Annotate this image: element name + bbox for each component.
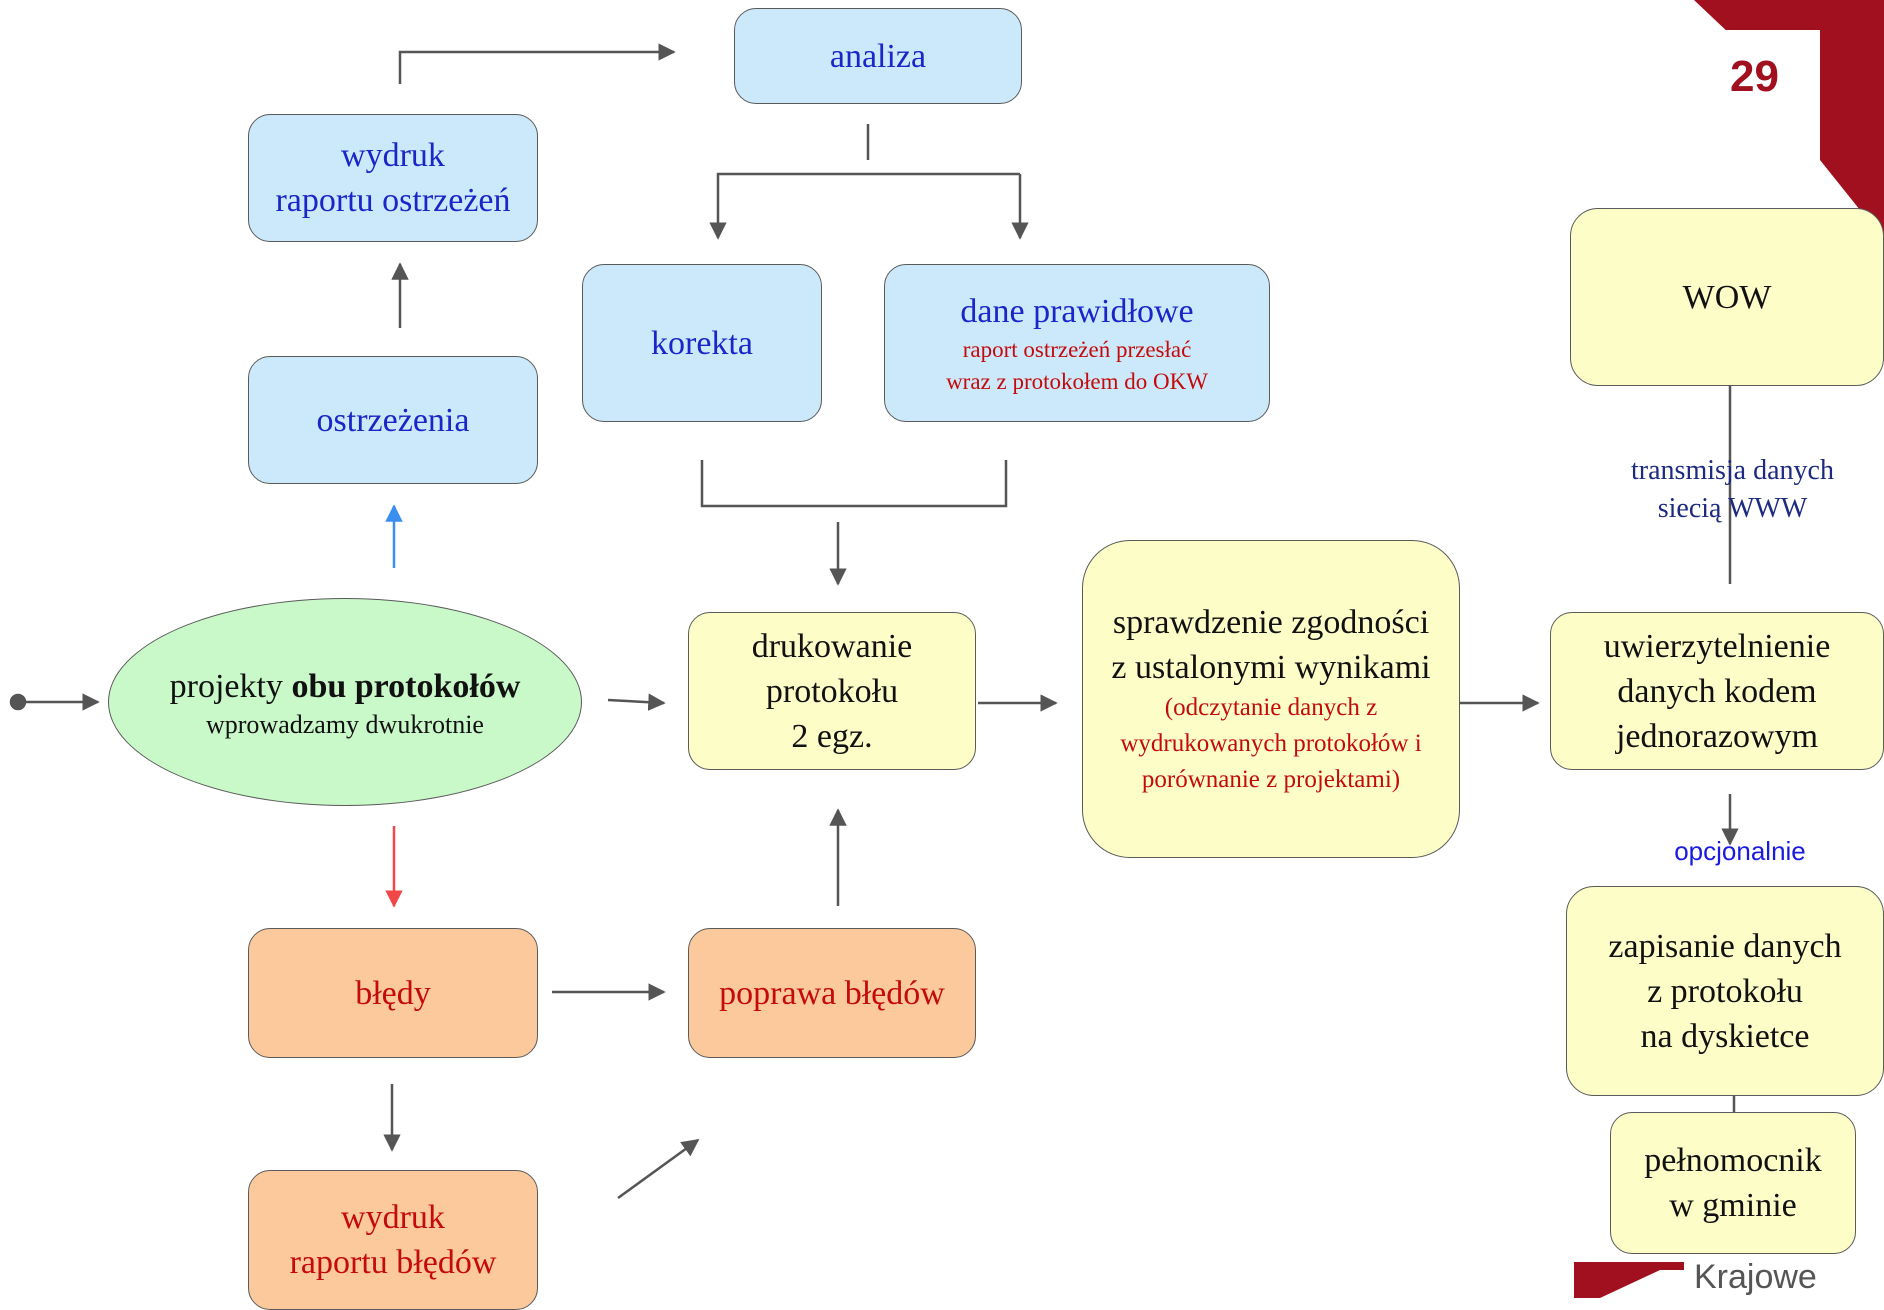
uwierzytelnienie-line-3: jednorazowym	[1615, 717, 1819, 755]
zapisanie-line-2: z protokołu	[1647, 972, 1803, 1010]
node-korekta: korekta	[582, 264, 822, 422]
node-dane-prawidlowe: dane prawidłowe raport ostrzeżeń przesła…	[884, 264, 1270, 422]
arrow-projekty-to-drukowanie	[607, 693, 666, 711]
projekty-prefix: projekty	[169, 667, 292, 705]
label-opcjonalnie: opcjonalnie	[1674, 836, 1806, 866]
logo-mark	[1574, 1262, 1684, 1298]
drukowanie-line-3: 2 egz.	[791, 717, 873, 755]
projekty-bold: obu protokołów	[291, 667, 521, 705]
node-ostrzezenia-label: ostrzeżenia	[316, 401, 470, 439]
wydruk-bledow-line-2: raportu błędów	[289, 1244, 497, 1281]
node-analiza: analiza	[734, 8, 1022, 104]
sprawdzenie-note-1: (odczytanie danych z	[1164, 694, 1378, 721]
zapisanie-line-3: na dyskietce	[1640, 1017, 1810, 1055]
node-wow: WOW	[1570, 208, 1884, 386]
node-wow-label: WOW	[1682, 279, 1772, 316]
arrow-wydruk-to-analiza	[398, 43, 676, 84]
sprawdzenie-title-2: z ustalonymi wynikami	[1111, 649, 1431, 686]
pelnomocnik-line-2: w gminie	[1669, 1187, 1797, 1224]
drukowanie-line-1: drukowanie	[751, 627, 913, 665]
projekty-title: projekty obu protokołów	[170, 664, 521, 709]
corner-band	[1820, 0, 1884, 240]
uwierzytelnienie-line-2: danych kodem	[1617, 672, 1817, 710]
drukowanie-line-2: protokołu	[765, 672, 899, 710]
node-poprawa-bledow: poprawa błędów	[688, 928, 976, 1058]
node-bledy: błędy	[248, 928, 538, 1058]
dane-prawidlowe-title: dane prawidłowe	[960, 292, 1194, 330]
pelnomocnik-line-1: pełnomocnik	[1644, 1142, 1822, 1179]
node-projekty-ellipse: projekty obu protokołów wprowadzamy dwuk…	[108, 598, 582, 806]
node-bledy-label: błędy	[355, 974, 431, 1012]
node-uwierzytelnienie: uwierzytelnienie danych kodem jednorazow…	[1550, 612, 1884, 770]
merge-bracket	[700, 460, 1008, 508]
node-wydruk-raportu-bledow: wydruk raportu błędów	[248, 1170, 538, 1310]
transmisja-line-2: siecią WWW	[1657, 493, 1808, 524]
dane-prawidlowe-note-2: wraz z protokołem do OKW	[946, 368, 1208, 394]
zapisanie-line-1: zapisanie danych	[1608, 927, 1842, 965]
node-poprawa-label: poprawa błędów	[719, 974, 945, 1012]
wydruk-ostrzezen-line-1: wydruk	[341, 137, 445, 174]
node-drukowanie: drukowanie protokołu 2 egz.	[688, 612, 976, 770]
start-dot	[9, 693, 27, 711]
logo-text: Krajowe	[1694, 1258, 1817, 1296]
sprawdzenie-note-2: wydrukowanych protokołów i	[1120, 730, 1422, 757]
uwierzytelnienie-line-1: uwierzytelnienie	[1603, 627, 1831, 665]
node-analiza-label: analiza	[829, 37, 927, 75]
transmisja-line-1: transmisja danych	[1631, 455, 1834, 486]
node-pelnomocnik: pełnomocnik w gminie	[1610, 1112, 1856, 1254]
page-number-background	[1700, 30, 1820, 125]
sprawdzenie-note-3: porównanie z projektami)	[1141, 766, 1401, 793]
wydruk-bledow-line-1: wydruk	[341, 1199, 445, 1236]
node-korekta-label: korekta	[651, 324, 753, 362]
node-zapisanie: zapisanie danych z protokołu na dyskietc…	[1566, 886, 1884, 1096]
wydruk-ostrzezen-line-2: raportu ostrzeżeń	[275, 182, 511, 219]
node-wydruk-raportu-ostrzezen: wydruk raportu ostrzeżeń	[248, 114, 538, 242]
projekty-sub: wprowadzamy dwukrotnie	[206, 709, 484, 739]
sprawdzenie-title-1: sprawdzenie zgodności	[1112, 604, 1430, 641]
arrow-analiza-to-korekta	[709, 172, 1020, 240]
page-number: 29	[1730, 52, 1779, 101]
node-sprawdzenie: sprawdzenie zgodności z ustalonymi wynik…	[1082, 540, 1460, 858]
dane-prawidlowe-note-1: raport ostrzeżeń przesłać	[962, 336, 1192, 362]
node-ostrzezenia: ostrzeżenia	[248, 356, 538, 484]
arrow-wydruk-bledow-diagonal	[617, 1138, 700, 1200]
label-transmisja: transmisja danych siecią WWW	[1600, 452, 1865, 528]
